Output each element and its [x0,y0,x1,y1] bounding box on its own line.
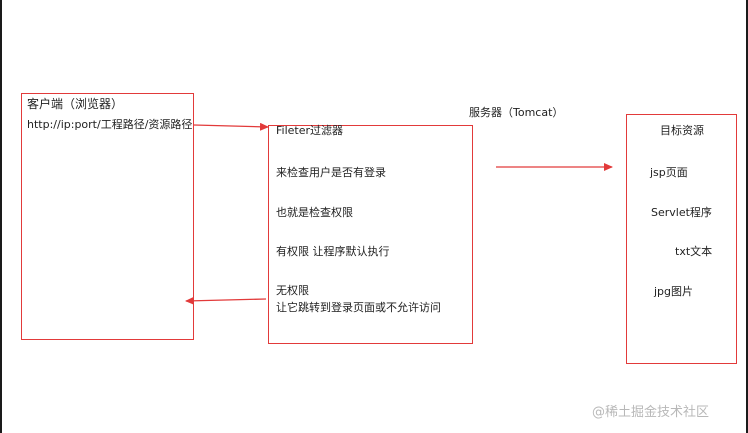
filter-line-check-permission: 也就是检查权限 [276,206,353,219]
arrow-filter-back-to-client [185,296,267,305]
target-item-jpg: jpg图片 [654,285,694,298]
client-title: 客户端（浏览器） [27,97,124,111]
client-url: http://ip:port/工程路径/资源路径 [27,118,193,131]
arrow-client-to-filter [193,122,269,131]
server-label: 服务器（Tomcat） [469,106,564,119]
filter-line-no-permission: 无权限 [276,284,309,297]
right-edge-line [746,0,748,433]
target-item-servlet: Servlet程序 [651,206,712,219]
filter-line-redirect: 让它跳转到登录页面或不允许访问 [276,301,441,314]
filter-box [268,125,473,344]
target-title: 目标资源 [660,124,704,137]
target-item-jsp: jsp页面 [650,166,688,179]
filter-line-has-permission: 有权限 让程序默认执行 [276,245,390,258]
target-box [626,114,737,364]
watermark-text: @稀土掘金技术社区 [592,405,710,420]
filter-line-check-login: 来检查用户是否有登录 [276,166,386,179]
filter-title: Fileter过滤器 [276,124,344,137]
left-edge-line [0,0,2,433]
target-item-txt: txt文本 [675,245,713,258]
client-box [21,93,194,340]
